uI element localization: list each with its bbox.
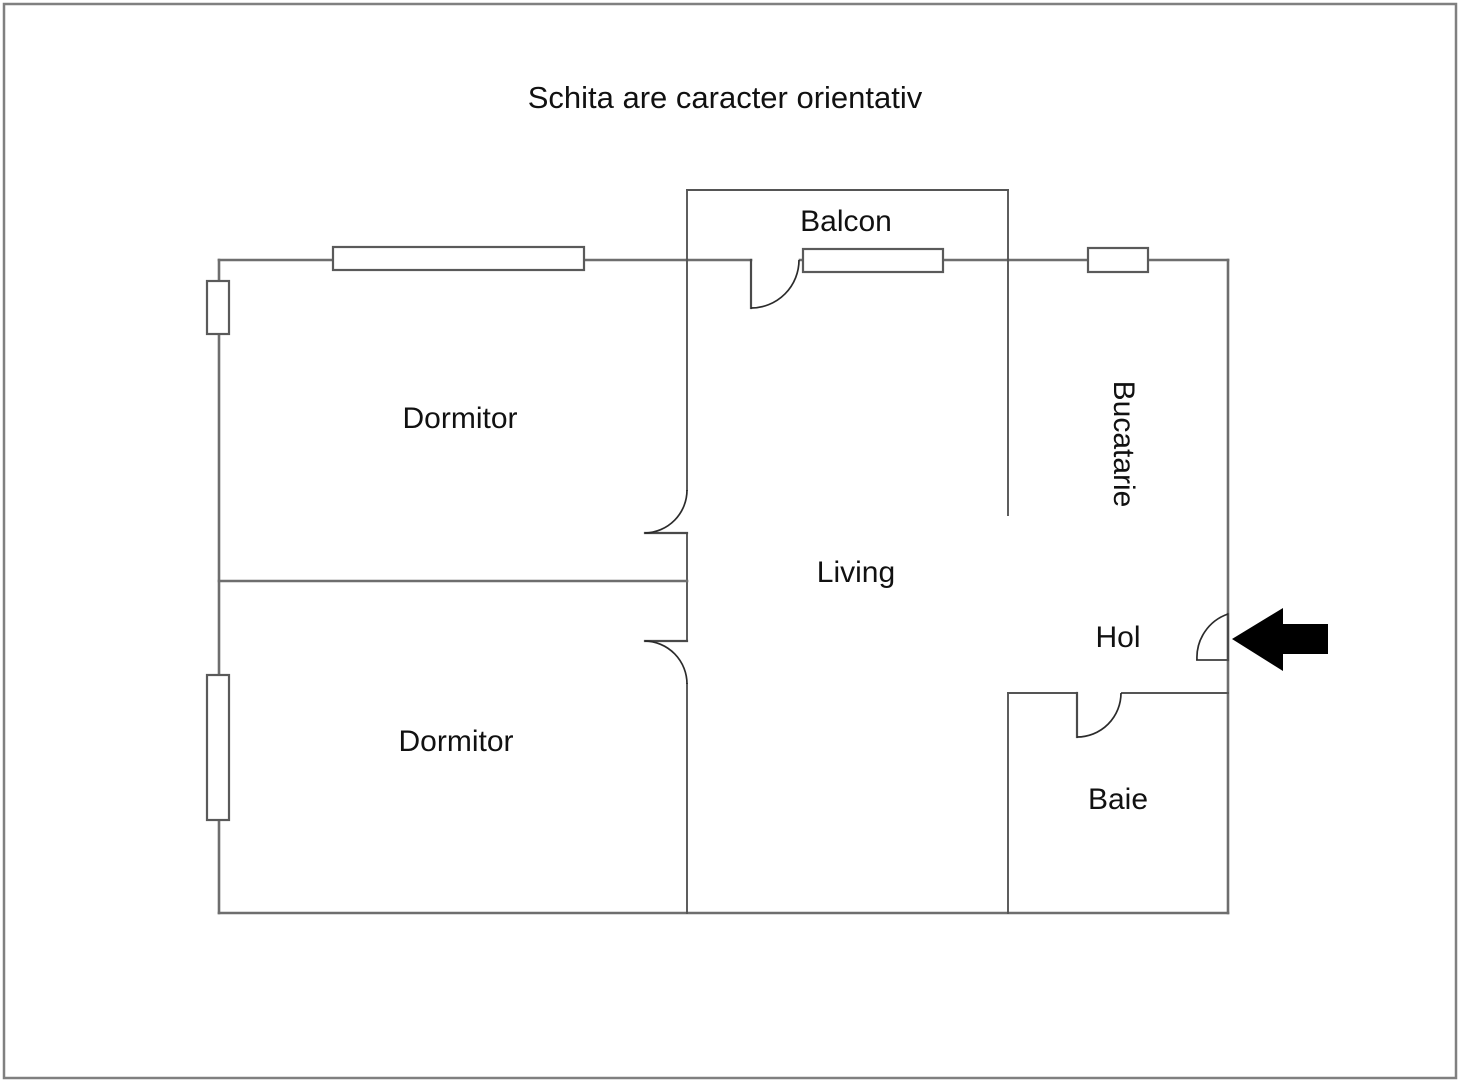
room-label-bucatarie: Bucatarie (1107, 381, 1140, 508)
window-kitchen-north (1086, 246, 1150, 274)
room-label-baie: Baie (1088, 783, 1148, 816)
entrance-direction-arrow (1232, 608, 1328, 671)
page-title: Schita are caracter orientativ (528, 80, 923, 115)
window-bedroom-top-north (331, 245, 586, 272)
door-living-to-bedroom-bottom (644, 640, 688, 685)
room-label-balcon: Balcon (800, 205, 892, 238)
door-balcony-to-living (750, 259, 800, 309)
window-bedroom-top-west (205, 279, 231, 336)
room-label-dormitor-top: Dormitor (402, 402, 517, 435)
window-balcony-south (801, 247, 945, 274)
window-bedroom-bottom-west (205, 673, 231, 822)
door-entrance (1196, 613, 1229, 661)
room-label-hol: Hol (1095, 621, 1140, 654)
door-living-to-bedroom-top (644, 489, 688, 534)
room-label-living: Living (817, 556, 895, 589)
door-hall-to-bathroom (1076, 692, 1122, 738)
room-label-dormitor-bottom: Dormitor (398, 725, 513, 758)
